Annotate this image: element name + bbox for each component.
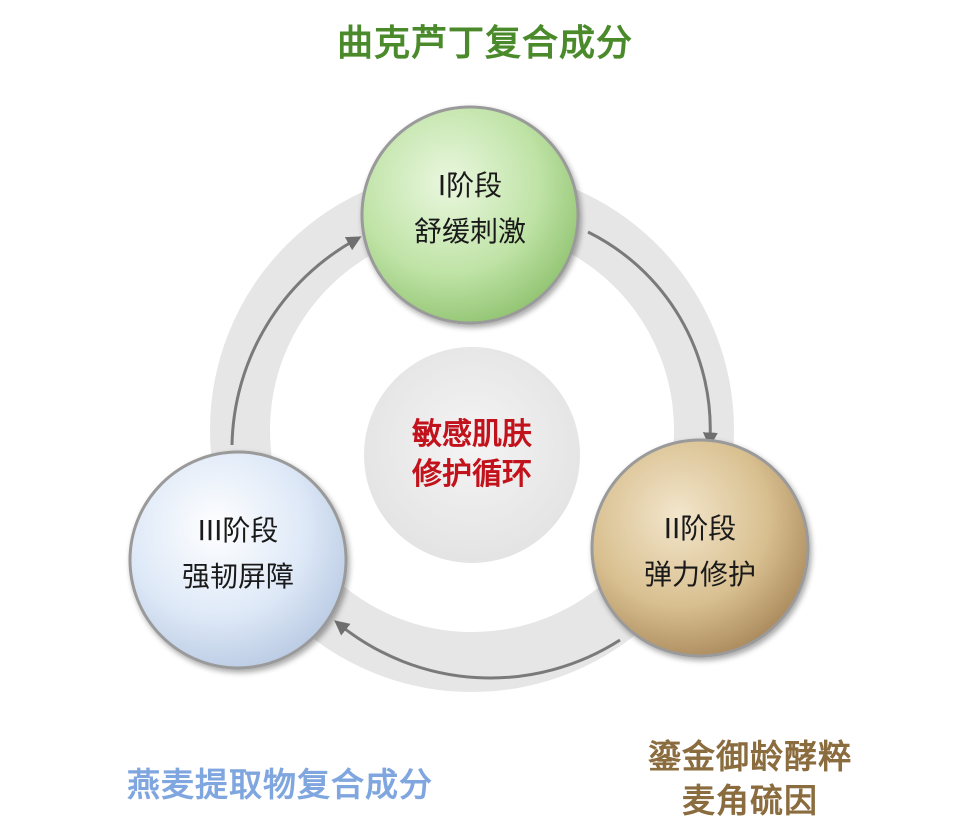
- title-top: 曲克芦丁复合成分: [336, 23, 633, 64]
- stage-2-desc: 弹力修护: [643, 558, 756, 591]
- stage-3-circle: [128, 450, 348, 670]
- center-line2: 修护循环: [412, 457, 532, 492]
- title-left: 燕麦提取物复合成分: [127, 765, 433, 804]
- title-right-line1: 鎏金御龄酵粹: [648, 737, 852, 776]
- stage-1-title: I阶段: [437, 169, 503, 202]
- stage-3-desc: 强韧屏障: [181, 560, 294, 593]
- center-label: 敏感肌肤 修护循环: [372, 415, 572, 495]
- center-disc: [364, 347, 580, 563]
- stage-1-circle: [360, 105, 580, 325]
- arrow-stage3-to-stage1: [230, 236, 362, 446]
- arrow-stage1-to-stage2: [587, 230, 718, 448]
- stage-3-label: III阶段 强韧屏障: [138, 508, 338, 600]
- stage-1-desc: 舒缓刺激: [413, 215, 526, 248]
- arrow-stage2-to-stage3: [334, 620, 621, 680]
- stage-2-label: II阶段 弹力修护: [600, 506, 800, 598]
- stage-2-circle: [590, 438, 810, 658]
- stage-1-label: I阶段 舒缓刺激: [370, 163, 570, 255]
- title-right: 鎏金御龄酵粹 麦角硫因: [600, 735, 900, 823]
- title-right-line2: 麦角硫因: [682, 781, 818, 820]
- center-line1: 敏感肌肤: [412, 417, 532, 452]
- stage-2-title: II阶段: [663, 512, 737, 545]
- stage-3-title: III阶段: [197, 514, 279, 547]
